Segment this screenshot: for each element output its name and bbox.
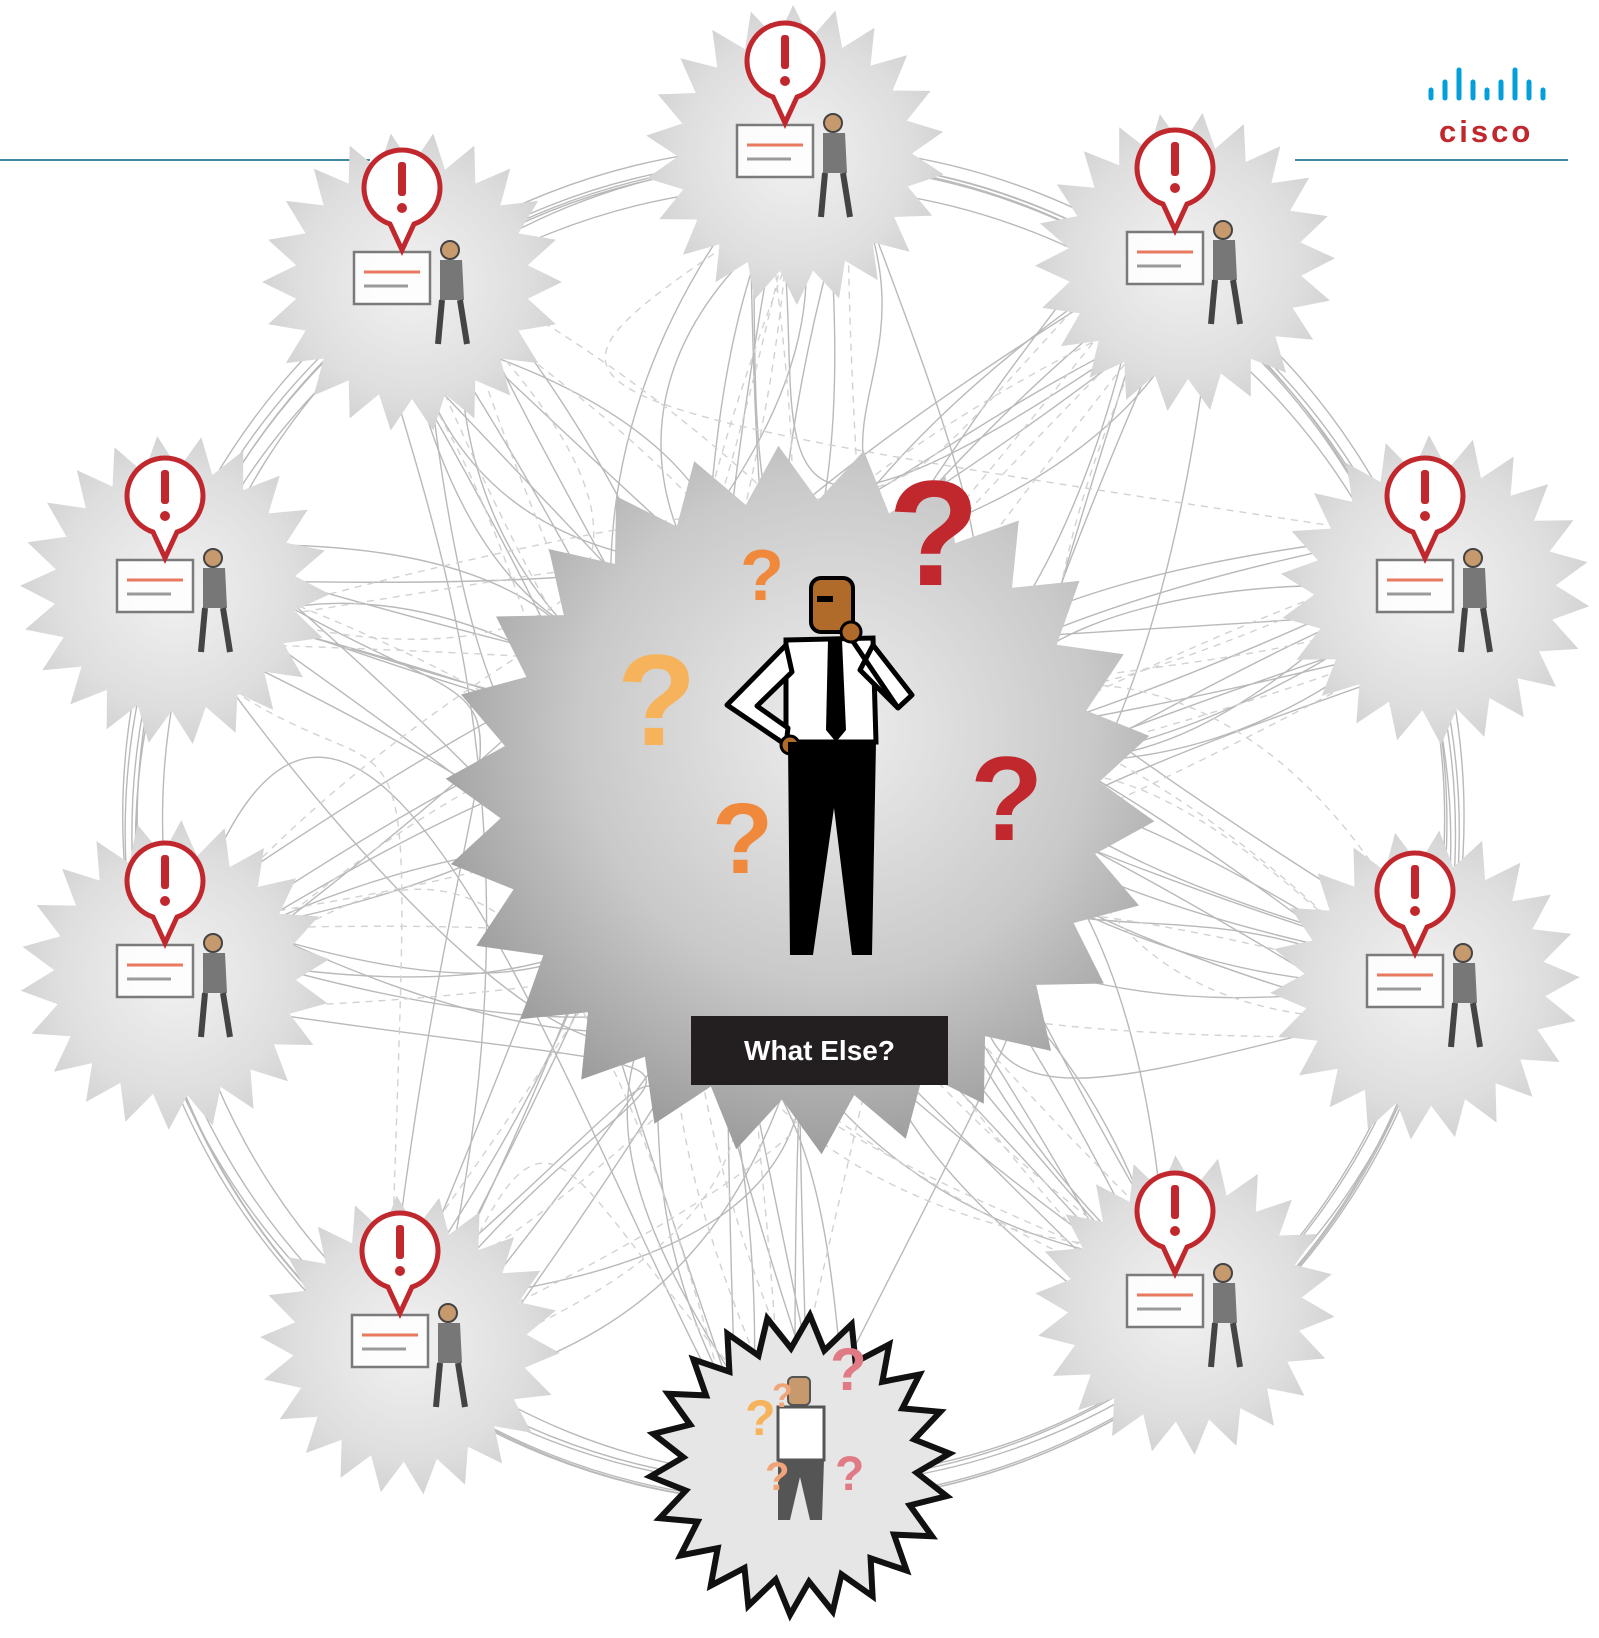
workflow-check-burst xyxy=(1035,1155,1335,1455)
question-mark: ? xyxy=(745,1390,776,1446)
question-mark-orange-small: ? xyxy=(740,536,784,616)
radar-target-icon xyxy=(1125,220,1243,325)
alert-pin-icon xyxy=(1384,455,1466,564)
alert-pin-icon xyxy=(1374,850,1456,959)
connection-line xyxy=(1059,556,1424,930)
alert-pin-icon xyxy=(124,840,206,949)
threat-radar-burst xyxy=(1035,113,1335,411)
connection-line xyxy=(450,1162,817,1454)
alert-dashboard-icon xyxy=(1365,943,1483,1048)
connection-line xyxy=(123,601,403,1347)
alert-dashboard-burst xyxy=(1270,830,1580,1140)
question-mark-orange: ? xyxy=(712,783,773,895)
question-mark-large-red: ? xyxy=(888,449,980,617)
alert-pin-icon xyxy=(359,1210,441,1319)
connection-line xyxy=(690,696,1418,1511)
traffic-inspection-burst xyxy=(20,820,330,1130)
question-mark: ? xyxy=(835,1448,864,1501)
burst-nodes: ????? xyxy=(20,5,1590,1622)
question-mark: ? xyxy=(772,1377,793,1415)
connection-line xyxy=(152,640,903,1436)
alert-pin-icon xyxy=(1134,1170,1216,1279)
network-servers-icon xyxy=(350,1303,468,1408)
what-else-small-burst: ????? xyxy=(643,1308,957,1622)
question-marks: ? ? ? ? ? xyxy=(617,449,1043,895)
question-mark: ? xyxy=(765,1455,789,1499)
connection-line xyxy=(197,550,482,1298)
cisco-wordmark: cisco xyxy=(1439,114,1534,149)
question-mark-red: ? xyxy=(970,732,1043,866)
money-transfer-burst xyxy=(646,5,944,305)
cisco-logo[interactable]: cisco xyxy=(1425,70,1575,150)
workflow-check-icon xyxy=(1125,1263,1243,1368)
connection-line xyxy=(150,242,784,931)
soc-monitoring-burst xyxy=(262,133,562,431)
connection-line xyxy=(212,1004,648,1321)
alert-pin-icon xyxy=(1134,127,1216,236)
alert-pin-icon xyxy=(361,147,443,256)
cloud-icon xyxy=(1375,548,1493,653)
file-approval-burst xyxy=(20,436,330,744)
what-else-label[interactable]: What Else? xyxy=(691,1016,948,1085)
alert-pin-icon xyxy=(744,20,826,129)
cloud-burst xyxy=(1280,435,1590,745)
thinking-man-icon: ????? xyxy=(745,1336,867,1520)
analyst-monitors-icon xyxy=(352,240,470,345)
alert-pin-icon xyxy=(124,455,206,564)
money-carriers-icon xyxy=(735,113,853,218)
network-presenter-burst xyxy=(260,1195,560,1495)
what-else-text: What Else? xyxy=(744,1034,895,1066)
folder-check-icon xyxy=(115,548,233,653)
question-mark: ? xyxy=(830,1336,867,1403)
connection-line xyxy=(604,194,1477,549)
traffic-filter-icon xyxy=(115,933,233,1038)
thinking-man-icon xyxy=(724,576,915,955)
cisco-bars-icon xyxy=(1428,67,1546,101)
question-mark-light-orange: ? xyxy=(617,627,696,773)
